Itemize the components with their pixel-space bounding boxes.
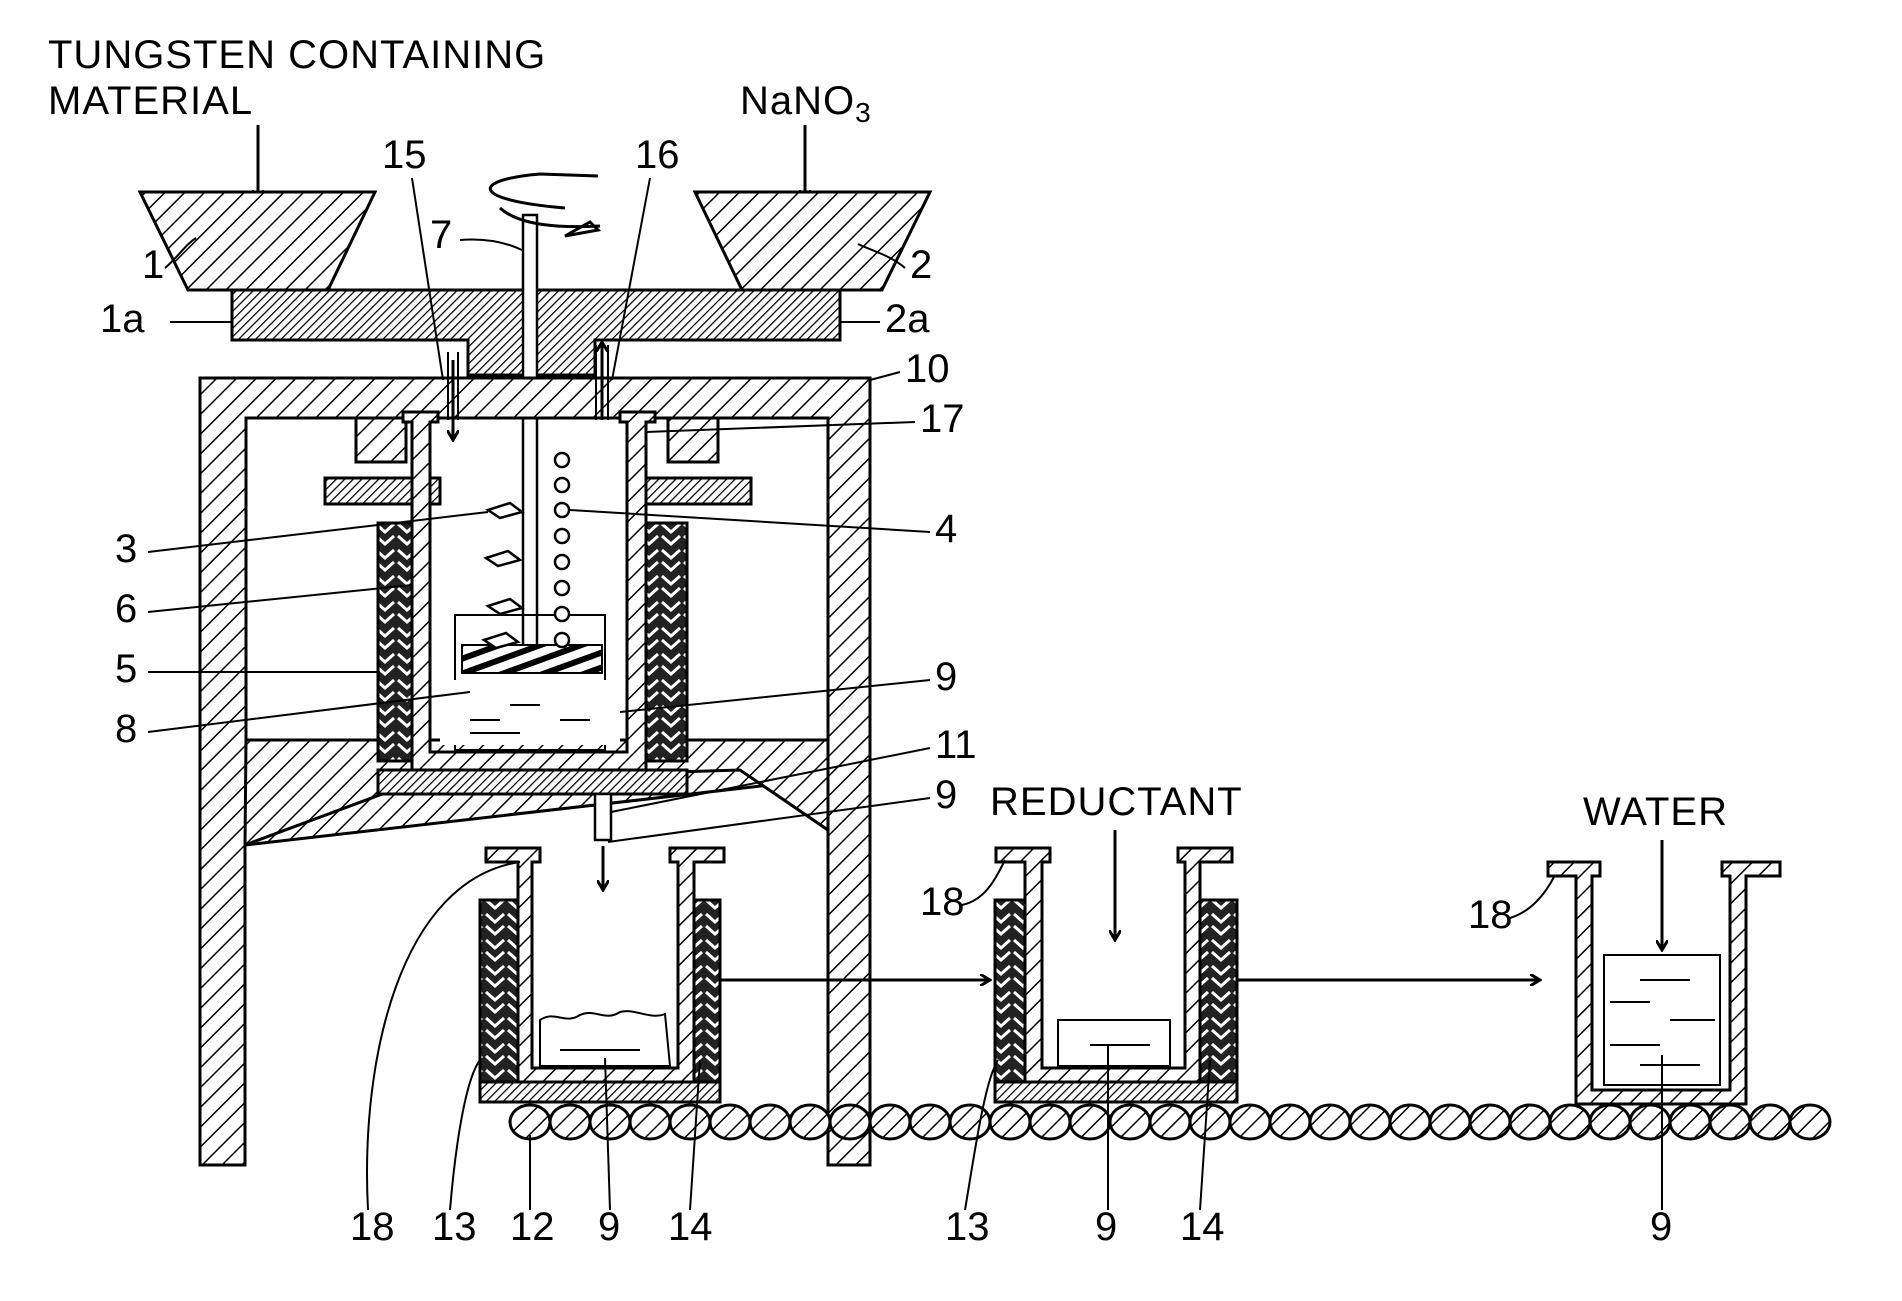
conveyor-roller <box>1350 1105 1390 1139</box>
conveyor-roller <box>1190 1105 1230 1139</box>
leader-6 <box>148 585 412 612</box>
tungsten-material-label-line2: MATERIAL <box>48 79 253 123</box>
conveyor-roller <box>1070 1105 1110 1139</box>
ref-18-c: 18 <box>1468 893 1513 937</box>
conveyor-roller <box>910 1105 950 1139</box>
ref-1a: 1a <box>100 297 145 341</box>
leader-7 <box>460 239 522 250</box>
ref-9-a: 9 <box>598 1205 620 1249</box>
rotation-arrow <box>490 174 598 208</box>
conveyor-roller <box>1630 1105 1670 1139</box>
conveyor-roller <box>630 1105 670 1139</box>
ref-18-b: 18 <box>920 880 965 924</box>
ref-15: 15 <box>382 133 427 177</box>
ref-13-b: 13 <box>945 1205 990 1249</box>
conveyor-roller <box>1470 1105 1510 1139</box>
conveyor-roller <box>710 1105 750 1139</box>
conveyor-roller <box>750 1105 790 1139</box>
hopper-1 <box>140 192 375 290</box>
vessel-a-base <box>480 1082 720 1102</box>
reaction-layer <box>462 645 602 673</box>
conveyor-roller <box>1510 1105 1550 1139</box>
conveyor-roller <box>870 1105 910 1139</box>
ref-6: 6 <box>115 587 137 631</box>
conveyor-roller <box>790 1105 830 1139</box>
stirring-shaft <box>523 215 537 657</box>
furnace-bottom-plate <box>378 770 687 794</box>
housing-inner-pillar-left <box>356 418 406 462</box>
conveyor-roller <box>590 1105 630 1139</box>
conveyor-roller <box>950 1105 990 1139</box>
ref-9-upper: 9 <box>935 655 957 699</box>
leader-18-c <box>1510 875 1555 918</box>
conveyor-roller <box>1710 1105 1750 1139</box>
ref-10: 10 <box>905 347 950 391</box>
ref-12: 12 <box>510 1205 555 1249</box>
ref-11: 11 <box>935 723 977 767</box>
conveyor-roller <box>1750 1105 1790 1139</box>
reductant-label: REDUCTANT <box>990 780 1243 824</box>
conveyor-roller <box>670 1105 710 1139</box>
leader-13-a <box>450 1060 480 1210</box>
conveyor-roller <box>1590 1105 1630 1139</box>
ref-18-a: 18 <box>350 1205 395 1249</box>
molten-salt-upper <box>440 680 620 745</box>
conveyor-rollers <box>510 1105 1830 1139</box>
vessel-b-contents <box>1058 1020 1170 1066</box>
conveyor-roller <box>510 1105 550 1139</box>
nano3-subscript: 3 <box>855 97 872 128</box>
hopper-2 <box>695 192 930 290</box>
leader-18-b <box>962 860 1005 905</box>
ref-8: 8 <box>115 707 137 751</box>
conveyor-roller <box>1790 1105 1830 1139</box>
ref-9-c: 9 <box>1650 1205 1672 1249</box>
conveyor-roller <box>1390 1105 1430 1139</box>
nano3-main: NaNO <box>740 79 855 123</box>
ref-9-b: 9 <box>1095 1205 1117 1249</box>
conveyor-roller <box>1030 1105 1070 1139</box>
ref-3: 3 <box>115 527 137 571</box>
conveyor-roller <box>1310 1105 1350 1139</box>
nano3-label: NaNO3 <box>740 79 872 128</box>
ref-2a: 2a <box>885 297 930 341</box>
leader-4 <box>570 510 930 532</box>
conveyor-roller <box>830 1105 870 1139</box>
ref-13-a: 13 <box>432 1205 477 1249</box>
support-flange-right <box>636 478 751 504</box>
ref-9-drain: 9 <box>935 773 957 817</box>
ref-16: 16 <box>635 133 680 177</box>
ref-5: 5 <box>115 647 137 691</box>
ref-14-a: 14 <box>668 1205 713 1249</box>
tungsten-material-label-line1: TUNGSTEN CONTAINING <box>48 33 546 77</box>
drain-pipe <box>595 794 611 840</box>
conveyor-roller <box>1430 1105 1470 1139</box>
vessel-a-contents <box>540 1011 670 1066</box>
conveyor-roller <box>1150 1105 1190 1139</box>
ref-17: 17 <box>920 397 965 441</box>
conveyor-roller <box>990 1105 1030 1139</box>
leader-16 <box>612 178 650 380</box>
rotation-arrow-head <box>565 222 598 236</box>
conveyor-roller <box>1270 1105 1310 1139</box>
ref-4: 4 <box>935 507 957 551</box>
leader-15 <box>412 178 443 380</box>
water-label: WATER <box>1583 790 1728 834</box>
conveyor-roller <box>1110 1105 1150 1139</box>
conveyor-roller <box>1550 1105 1590 1139</box>
ref-14-b: 14 <box>1180 1205 1225 1249</box>
nano3-particles <box>555 453 569 647</box>
ref-2: 2 <box>910 243 932 287</box>
conveyor-roller <box>550 1105 590 1139</box>
ref-7: 7 <box>430 213 452 257</box>
conveyor-roller <box>1670 1105 1710 1139</box>
vessel-b-base <box>995 1082 1237 1102</box>
ref-1: 1 <box>142 243 164 287</box>
tungsten-particles <box>484 503 522 648</box>
conveyor-roller <box>1230 1105 1270 1139</box>
housing-inner-pillar-right <box>668 418 718 462</box>
leader-9-drain <box>608 798 930 842</box>
leader-10 <box>870 372 900 380</box>
